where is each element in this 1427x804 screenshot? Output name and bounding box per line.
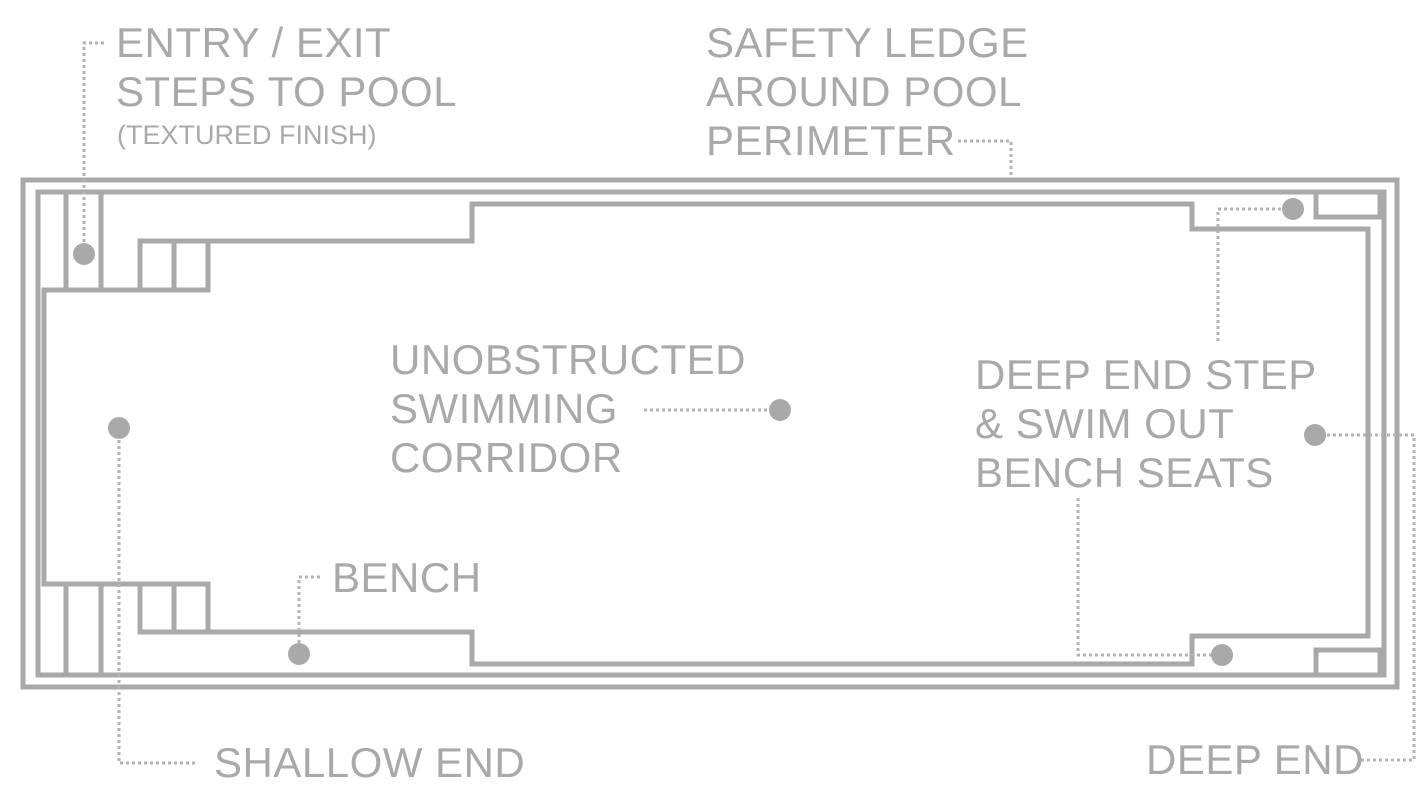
label-entry-exit: ENTRY / EXIT STEPS TO POOL [116,18,457,116]
label-entry-exit-line1: ENTRY / EXIT [116,19,392,66]
label-safety-ledge-line3: PERIMETER [706,117,956,164]
label-entry-exit-line2: STEPS TO POOL [116,68,458,115]
label-corridor-line3: CORRIDOR [390,434,623,481]
entry-steps-bottom [63,581,211,673]
label-shallow-end-text: SHALLOW END [214,739,526,786]
label-corridor-line2: SWIMMING [390,385,618,432]
pool-outer-edge [20,177,1400,690]
label-bench: BENCH [332,553,482,602]
marker-dots [73,198,1326,666]
label-deep-end-step-line1: DEEP END STEP [975,351,1317,398]
dot-deep-end [1304,424,1326,446]
leader-deep-step-top [1216,207,1293,343]
leader-entry-exit [82,41,104,254]
entry-steps-top [63,194,211,293]
dot-deep-step-bottom [1211,644,1233,666]
label-textured-finish-text: (TEXTURED FINISH) [117,120,377,150]
dot-bench [288,643,310,665]
label-bench-text: BENCH [332,554,482,601]
label-deep-end-text: DEEP END [1146,736,1364,783]
label-deep-end: DEEP END [1146,735,1364,784]
leader-deep-step-bottom [1076,498,1222,657]
label-shallow-end: SHALLOW END [214,738,525,787]
label-safety-ledge-line1: SAFETY LEDGE [706,19,1029,66]
label-textured-finish: (TEXTURED FINISH) [117,120,377,150]
label-safety-ledge: SAFETY LEDGE AROUND POOL PERIMETER [706,18,1029,165]
label-corridor: UNOBSTRUCTED SWIMMING CORRIDOR [390,335,746,482]
dot-corridor [769,399,791,421]
leader-shallow-end [117,428,196,765]
leader-lines [82,41,1416,765]
dot-entry-exit [73,243,95,265]
label-deep-end-step: DEEP END STEP & SWIM OUT BENCH SEATS [975,350,1317,497]
leader-deep-end [1315,433,1416,762]
dot-shallow-end [108,417,130,439]
label-corridor-line1: UNOBSTRUCTED [390,336,747,383]
deep-end-seat-top [1313,189,1383,220]
dot-deep-step-top [1282,198,1304,220]
deep-end-seat-bottom [1313,647,1383,678]
label-deep-end-step-line3: BENCH SEATS [975,449,1274,496]
leader-bench [297,575,320,654]
pool-interior-wall [41,201,1371,667]
label-safety-ledge-line2: AROUND POOL [706,68,1022,115]
label-deep-end-step-line2: & SWIM OUT [975,400,1235,447]
